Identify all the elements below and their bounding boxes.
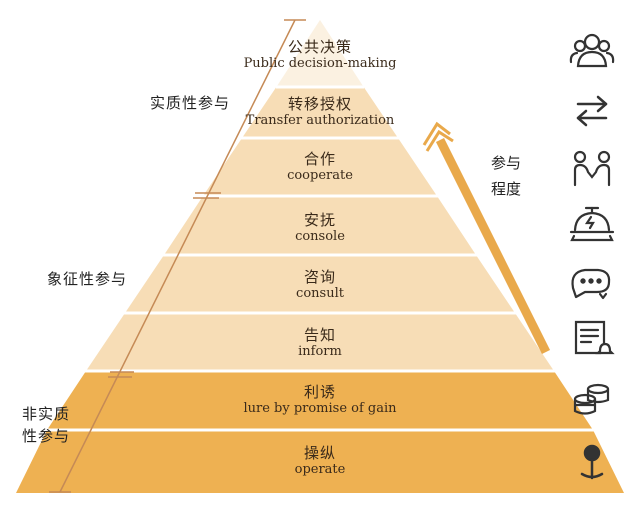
tier-zh-label: 公共决策 xyxy=(287,38,352,56)
tier-label-console: 安抚 console xyxy=(180,211,460,245)
group-label-non-substantive: 非实质 性参与 xyxy=(22,403,70,447)
tier-separators xyxy=(46,85,594,432)
group-label-substantive: 实质性参与 xyxy=(150,92,230,114)
tier-label-operate: 操纵 operate xyxy=(180,444,460,478)
degree-label-line: 参与 xyxy=(490,154,521,172)
people-group-icon xyxy=(569,33,615,68)
tier-en-label: inform xyxy=(298,344,342,359)
tier-label-inform: 告知 inform xyxy=(180,326,460,360)
tier-en-label: consult xyxy=(296,286,344,301)
tier-lure xyxy=(47,371,593,430)
group-label-line: 实质性参与 xyxy=(150,94,231,112)
tier-inform xyxy=(86,313,554,371)
degree-arrow xyxy=(422,121,551,355)
chat-bubbles-icon xyxy=(571,268,611,300)
tier-label-consult: 咨询 consult xyxy=(180,268,460,302)
left-bracket xyxy=(49,19,306,493)
tier-zh-label: 利诱 xyxy=(303,383,336,401)
group-label-line: 性参与 xyxy=(22,427,71,445)
tier-zh-label: 安抚 xyxy=(303,211,336,229)
tier-en-label: operate xyxy=(294,462,346,477)
degree-label-line: 程度 xyxy=(490,180,521,198)
document-notification-icon xyxy=(574,320,615,355)
handshake-people-icon xyxy=(573,150,611,187)
coin-stack-icon xyxy=(573,383,610,415)
tier-zh-label: 操纵 xyxy=(303,444,336,462)
tier-en-label: Public decision-making xyxy=(243,56,397,71)
joystick-icon xyxy=(580,444,604,480)
tier-cooperate xyxy=(203,138,437,196)
service-bell-icon xyxy=(569,206,615,242)
tier-en-label: Transfer authorization xyxy=(245,113,395,128)
tier-label-cooperate: 合作 cooperate xyxy=(180,150,460,184)
tier-label-transfer-authorization: 转移授权 Transfer authorization xyxy=(180,95,460,129)
tier-zh-label: 咨询 xyxy=(303,268,336,286)
group-label-symbolic: 象征性参与 xyxy=(47,268,127,290)
group-label-line: 象征性参与 xyxy=(47,270,128,288)
tier-label-lure: 利诱 lure by promise of gain xyxy=(180,383,460,417)
exchange-arrows-icon xyxy=(576,95,608,127)
tier-zh-label: 告知 xyxy=(303,326,336,344)
tier-transfer-authorization xyxy=(242,86,398,138)
participation-degree-label: 参与 程度 xyxy=(486,150,526,202)
tier-public-decision xyxy=(277,20,363,86)
tier-operate xyxy=(16,430,624,493)
tier-consult xyxy=(125,255,515,313)
tier-label-public-decision: 公共决策 Public decision-making xyxy=(180,38,460,72)
tier-en-label: console xyxy=(295,229,345,244)
group-label-line: 非实质 xyxy=(22,405,71,423)
tier-zh-label: 合作 xyxy=(303,150,336,168)
tier-en-label: lure by promise of gain xyxy=(243,401,397,416)
tier-console xyxy=(164,196,476,255)
tier-zh-label: 转移授权 xyxy=(287,95,352,113)
tier-en-label: cooperate xyxy=(287,168,353,183)
